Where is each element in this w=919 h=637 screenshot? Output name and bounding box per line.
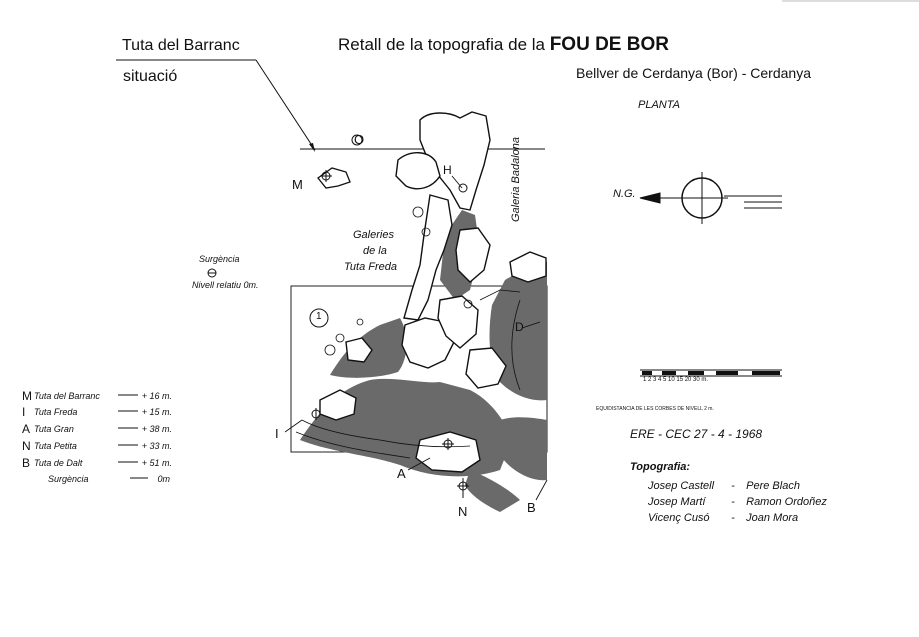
legend-name: Tuta Gran <box>34 423 74 434</box>
legend-value: + 33 m. <box>141 440 172 451</box>
legend-row: I Tuta Freda + 15 m. <box>22 404 172 419</box>
legend-row: Surgència 0m <box>48 471 170 486</box>
topo-sep: - <box>731 512 735 524</box>
callout-arrowhead <box>309 143 315 152</box>
equidistance-note: EQUIDISTANCIA DE LES CORBES DE NIVELL 2 … <box>596 406 714 412</box>
legend-key: A <box>22 421 31 436</box>
galeries-label-3: Tuta Freda <box>344 261 397 273</box>
station-o <box>351 134 363 146</box>
label-o: O <box>354 132 365 147</box>
title-prefix: Retall de la topografia de la <box>338 35 550 54</box>
legend-name: Tuta del Barranc <box>34 390 100 401</box>
label-h: H <box>443 163 452 177</box>
survey-team: ERE - CEC 27 - 4 - 1968 <box>630 427 763 441</box>
label-n: N <box>458 504 468 519</box>
legend-key: B <box>22 455 31 470</box>
topo-surveyor: Joan Mora <box>746 512 799 524</box>
cave-passages <box>319 111 547 473</box>
nivell-label: Nivell relatiu 0m. <box>192 280 259 290</box>
scale-bar <box>640 369 782 377</box>
legend-name: Surgència <box>48 473 89 484</box>
north-label: N.G. <box>613 188 636 200</box>
cave-name: FOU DE BOR <box>549 34 669 55</box>
detail-number: 1 <box>316 311 322 322</box>
legend-name: Tuta Petita <box>34 440 77 451</box>
legend-dashes <box>118 394 148 479</box>
topo-surveyor: Pere Blach <box>746 480 800 492</box>
letter-leaders <box>284 175 548 501</box>
legend-row: N Tuta Petita + 33 m. <box>22 438 172 453</box>
legend-value: 0m <box>157 473 170 484</box>
surgencia-label: Surgència <box>199 254 240 264</box>
topo-title: Topografia: <box>630 461 691 473</box>
topo-row: Josep Martí - Ramon Ordoñez <box>648 496 827 508</box>
detail-number-circle <box>309 308 329 328</box>
legend-name: Tuta de Dalt <box>34 457 83 468</box>
topo-sep: - <box>731 496 735 508</box>
callout-leader <box>255 59 316 151</box>
label-b: B <box>527 500 536 515</box>
label-a: A <box>397 466 406 481</box>
topo-sep: - <box>731 480 735 492</box>
legend-key: I <box>22 404 26 419</box>
map-title: Retall de la topografia de la FOU DE BOR <box>338 34 669 56</box>
legend-row: B Tuta de Dalt + 51 m. <box>22 455 172 470</box>
north-arrow <box>639 172 782 224</box>
label-m: M <box>292 177 303 192</box>
station-h <box>458 183 468 193</box>
callout-sub: situació <box>123 68 178 85</box>
label-i: I <box>275 426 279 441</box>
legend-key: N <box>22 438 31 453</box>
legend-value: + 15 m. <box>141 406 172 417</box>
topo-surveyor: Ramon Ordoñez <box>746 496 827 508</box>
legend-row: M Tuta del Barranc + 16 m. <box>22 388 172 403</box>
galeries-label-1: Galeries <box>353 229 394 241</box>
legend-value: + 38 m. <box>141 423 172 434</box>
legend-value: + 16 m. <box>141 390 172 401</box>
callout-name: Tuta del Barranc <box>122 37 240 54</box>
topo-row: Josep Castell - Pere Blach <box>648 480 800 492</box>
galeria-badalona-label: Galeria Badalona <box>510 136 522 222</box>
scale-ticks: 1 2 3 4 5 10 15 20 30 m. <box>643 377 709 383</box>
galeries-label-2: de la <box>363 245 387 257</box>
station-markers <box>207 134 469 498</box>
legend-name: Tuta Freda <box>34 406 78 417</box>
topo-surveyor: Josep Martí <box>648 496 706 508</box>
location-text: Bellver de Cerdanya (Bor) - Cerdanya <box>576 65 811 81</box>
legend-value: + 51 m. <box>141 457 172 468</box>
topo-surveyor: Vicenç Cusó <box>648 512 710 524</box>
legend-key: M <box>22 388 32 403</box>
topo-row: Vicenç Cusó - Joan Mora <box>648 512 798 524</box>
view-label: PLANTA <box>638 99 680 111</box>
label-d: D <box>515 320 524 334</box>
cave-detail-lines <box>295 206 521 459</box>
topo-surveyor: Josep Castell <box>648 480 715 492</box>
legend-row: A Tuta Gran + 38 m. <box>22 421 172 436</box>
